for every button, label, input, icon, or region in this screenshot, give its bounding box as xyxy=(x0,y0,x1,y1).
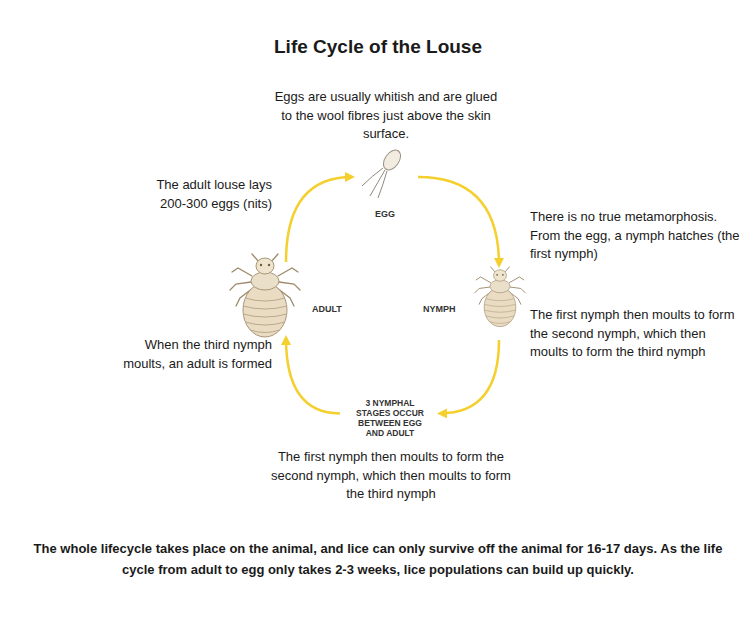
egg-nit xyxy=(362,147,404,198)
stage-label: NYMPH xyxy=(423,304,456,314)
cycle-arrow xyxy=(440,340,499,413)
stage-node: NYMPH xyxy=(418,265,526,340)
annotation-text: The first nymph then moults to form the … xyxy=(530,306,745,362)
annotation-text: Eggs are usually whitish and are glued t… xyxy=(270,88,502,144)
annotation-text: There is no true metamorphosis. From the… xyxy=(530,208,745,264)
stage-node: 3 NYMPHAL STAGES OCCUR BETWEEN EGG AND A… xyxy=(340,398,440,442)
stage-label: ADULT xyxy=(312,304,342,314)
caption-note: The whole lifecycle takes place on the a… xyxy=(33,538,723,580)
nymph-louse xyxy=(475,267,525,327)
cycle-arrow xyxy=(286,338,340,413)
cycle-arrow xyxy=(286,177,352,262)
annotation-text: The first nymph then moults to form the … xyxy=(261,448,521,504)
stage-label: EGG xyxy=(375,209,395,219)
annotation-text: When the third nymph moults, an adult is… xyxy=(112,336,272,373)
adult-louse xyxy=(230,254,300,337)
stage-node: ADULT xyxy=(232,262,352,338)
diagram-title: Life Cycle of the Louse xyxy=(0,36,756,58)
cycle-arrow xyxy=(418,177,499,265)
stage-node: EGG xyxy=(352,158,418,221)
stage-label: 3 NYMPHAL STAGES OCCUR BETWEEN EGG AND A… xyxy=(350,398,430,438)
annotation-text: The adult louse lays 200-300 eggs (nits) xyxy=(140,176,272,213)
